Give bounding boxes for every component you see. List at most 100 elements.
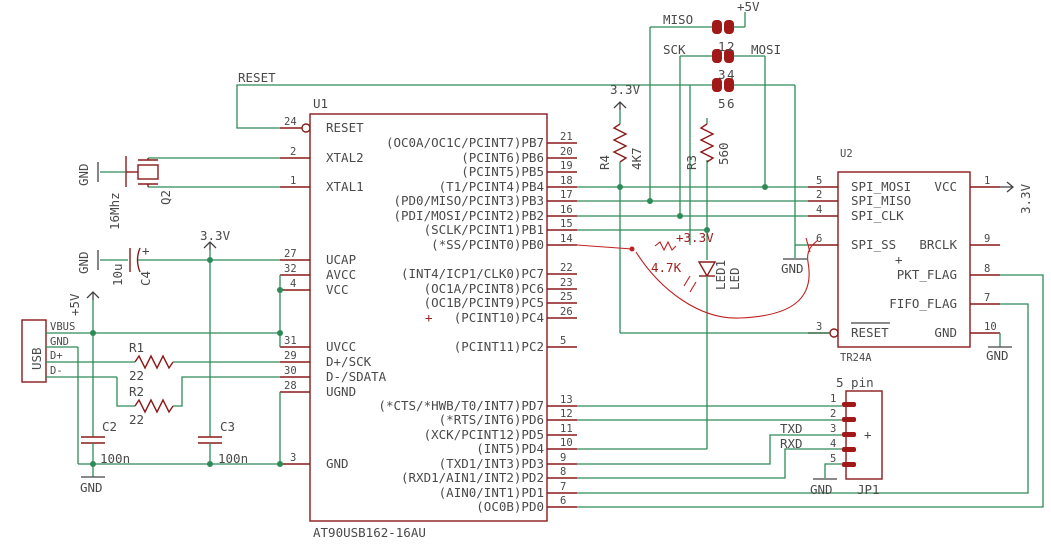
isp-label-sck: SCK — [663, 42, 686, 57]
u2-reset-bubble — [830, 329, 838, 337]
r4-value: 4K7 — [629, 147, 644, 170]
jp1-pin-num: 2 — [830, 408, 836, 420]
u2-pin-num: 3 — [816, 321, 822, 333]
u1-pin-num: 4 — [290, 278, 296, 290]
u2-pin-label: RESET — [851, 325, 889, 340]
rail-label: 3.3V — [200, 228, 231, 243]
usb-pin: GND — [50, 336, 69, 348]
usb-pin: VBUS — [50, 321, 75, 333]
u2-pin-label: SPI_CLK — [851, 208, 904, 223]
u2-pin-lines — [808, 187, 1000, 333]
isp-pad — [724, 20, 734, 34]
u1-right-pins: (OC0A/OC1C/PCINT7)PB7 21 (PCINT6)PB6 20 … — [378, 131, 572, 514]
u1-pin-num: 27 — [284, 248, 297, 260]
reset-net: RESET — [237, 70, 690, 128]
u1-pin-label: (PDI/MOSI/PCINT2)PB2 — [393, 208, 544, 223]
u2-pin-label: VCC — [934, 179, 957, 194]
u1-pin-num: 15 — [560, 218, 573, 230]
u2-vcc-supply: 3.3V — [1000, 182, 1033, 214]
jp1-pin-num: 4 — [830, 438, 836, 450]
c4-value: 10u — [110, 263, 125, 286]
u1-pin-label: UVCC — [326, 339, 356, 354]
u1-pin-label: (SCLK/PCINT1)PB1 — [424, 222, 544, 237]
u2-ref: U2 — [840, 148, 853, 160]
q2-value: 16Mhz — [107, 192, 122, 230]
isp-label-mosi: MOSI — [751, 42, 781, 57]
gnd-label: GND — [76, 251, 91, 274]
usb-label: USB — [29, 347, 44, 370]
u1-pin-label: XTAL2 — [326, 150, 364, 165]
isp-label-5v: +5V — [737, 0, 760, 14]
c2-ref: C2 — [102, 419, 117, 434]
annotation-v33: +3.3V — [676, 230, 714, 245]
u1-pin-label: (PCINT11)PC2 — [454, 339, 544, 354]
u2-pin-num: 10 — [984, 321, 997, 333]
gnd-label: GND — [76, 163, 91, 186]
jp1-txd: TXD — [780, 421, 803, 436]
isp-label-miso: MISO — [663, 12, 693, 27]
u1-pin-num: 24 — [284, 116, 297, 128]
u1-pin-label: (PD0/MISO/PCINT3)PB3 — [393, 193, 544, 208]
u1-pin-label: (OC1A/PCINT8)PC6 — [424, 281, 544, 296]
r2-ref: R2 — [129, 384, 144, 399]
u1-pin-num: 23 — [560, 277, 573, 289]
u2-pin-num: 7 — [984, 292, 990, 304]
u1-pin-num: 7 — [560, 481, 566, 493]
u1-pin-num: 2 — [290, 146, 296, 158]
isp-pin-num: 1 — [718, 39, 726, 54]
u1-pin-label: (PCINT10)PC4 — [454, 310, 544, 325]
u1-pin-num: 18 — [560, 175, 573, 187]
rail-label: 3.3V — [610, 82, 641, 97]
jp1-header: 5 pin JP1 + 1 2 3 4 5 TXD RXD GND — [577, 375, 882, 497]
isp-pin-num: 3 — [718, 67, 726, 82]
reset-net-label: RESET — [238, 70, 276, 85]
u2-vcc-label: 3.3V — [1018, 183, 1033, 214]
u2-pin-num: 1 — [984, 175, 990, 187]
gnd-label: GND — [810, 482, 833, 497]
u1-pin-num: 29 — [284, 350, 297, 362]
u1-pin-label: (OC0A/OC1C/PCINT7)PB7 — [386, 135, 544, 150]
u1-pin-label: D-/SDATA — [326, 369, 387, 384]
isp-pin-num: 4 — [727, 67, 735, 82]
u1-pin-label: XTAL1 — [326, 179, 364, 194]
jp1-pin-num: 5 — [830, 453, 836, 465]
c4-plus: + — [142, 243, 150, 258]
gnd-bus: GND — [78, 461, 280, 495]
u1-pin-num: 19 — [560, 160, 573, 172]
u1-pin-label: VCC — [326, 282, 349, 297]
u1-pin-label: UCAP — [326, 252, 356, 267]
jp1-title: 5 pin — [836, 375, 874, 390]
flag-wires — [577, 275, 1043, 507]
u1-pin-label: (AIN0/INT1)PD1 — [439, 485, 544, 500]
r1-ref: R1 — [129, 340, 144, 355]
u1-pin-num: 6 — [560, 495, 566, 507]
u1-pin-num: 26 — [560, 306, 573, 318]
u1-pin-num: 5 — [560, 335, 566, 347]
u1-pin-label: (PCINT6)PB6 — [461, 150, 544, 165]
u1-pin-num: 30 — [284, 365, 297, 377]
led1-value: LED — [727, 267, 742, 290]
u2-part: TR24A — [840, 352, 872, 364]
r3-value: 560 — [716, 142, 731, 165]
u1-pin-label: D+/SCK — [326, 354, 372, 369]
u2-pin-num: 4 — [816, 204, 822, 216]
u1-pin-num: 32 — [284, 263, 297, 275]
u1-pin-num: 17 — [560, 189, 573, 201]
u1-pin-label: (*RTS/INT6)PD6 — [439, 412, 544, 427]
usb-pin: D- — [50, 365, 63, 377]
isp-pin-num: 2 — [727, 39, 735, 54]
u1-pin-num: 8 — [560, 466, 566, 478]
u1-pin-label: (XCK/PCINT12)PD5 — [424, 427, 544, 442]
u1-pin-label: (OC1B/PCINT9)PC5 — [424, 295, 544, 310]
u2-pin-num: 5 — [816, 175, 822, 187]
jp1-pin-num: 3 — [830, 423, 836, 435]
c3-ref: C3 — [220, 419, 235, 434]
u2-plus: + — [895, 252, 903, 267]
u1-pin-label: UGND — [326, 384, 356, 399]
r2-value: 22 — [129, 412, 144, 427]
svg-text:GND: GND — [986, 348, 1009, 363]
u1-pin-num: 12 — [560, 408, 573, 420]
u1-pin-num: 10 — [560, 437, 573, 449]
jp1-pin-num: 1 — [830, 393, 836, 405]
isp-header: 1 2 3 4 5 6 MISO SCK MOSI +5V — [650, 0, 795, 245]
